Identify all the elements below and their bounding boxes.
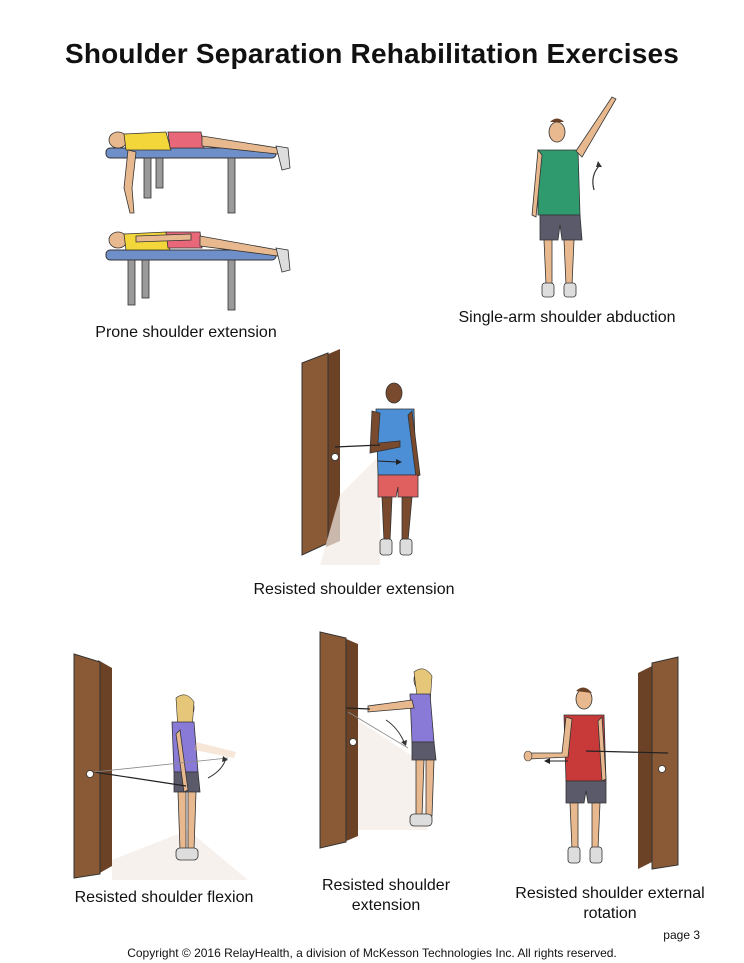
single-arm-abduction-illustration [531, 96, 617, 298]
resisted-extension-center-illustration [301, 349, 421, 565]
prone-shoulder-extension-caption: Prone shoulder extension [95, 324, 277, 341]
resisted-flexion-illustration [73, 653, 248, 880]
page-title: Shoulder Separation Rehabilitation Exerc… [64, 38, 680, 69]
copyright-notice: Copyright © 2016 RelayHealth, a division… [127, 946, 617, 960]
resisted-external-rotation-caption-line2: rotation [583, 905, 637, 922]
resisted-extension-bottom-caption-line1: Resisted shoulder [321, 877, 451, 894]
resisted-extension-center-caption: Resisted shoulder extension [253, 581, 455, 598]
resisted-external-rotation-caption-line1: Resisted shoulder external [515, 885, 705, 902]
resisted-extension-bottom-caption-line2: extension [351, 897, 421, 914]
resisted-flexion-caption: Resisted shoulder flexion [74, 889, 254, 906]
prone-shoulder-extension-illustration [105, 131, 291, 311]
resisted-extension-bottom-caption: Resisted shoulder extension [286, 876, 486, 916]
single-arm-abduction-caption: Single-arm shoulder abduction [458, 309, 676, 326]
resisted-extension-bottom-illustration [319, 631, 437, 849]
resisted-external-rotation-illustration [523, 656, 679, 870]
page-number: page 3 [663, 928, 700, 942]
resisted-external-rotation-caption: Resisted shoulder external rotation [500, 884, 720, 924]
